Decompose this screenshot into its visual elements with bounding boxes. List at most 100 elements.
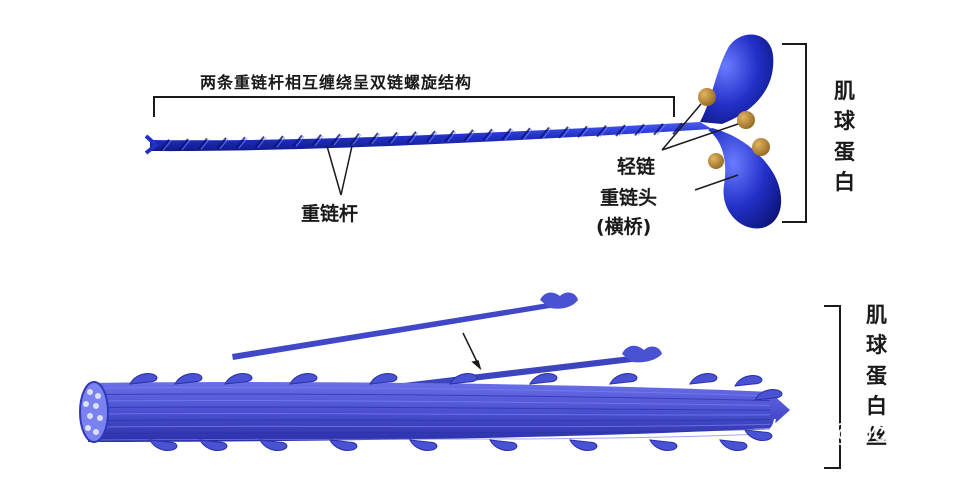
cross-section-dots xyxy=(83,389,103,435)
helix-twist xyxy=(235,136,246,149)
helix-twist-highlight xyxy=(447,131,457,142)
light-chain-upper-left xyxy=(698,88,716,106)
helix-twist xyxy=(596,124,607,138)
rod-strand-b xyxy=(144,134,160,155)
cross-bridge-head xyxy=(569,439,598,451)
helix-twist xyxy=(349,132,360,146)
helix-twist-highlight xyxy=(295,136,305,147)
helix-twist-highlight xyxy=(257,137,267,148)
heavy-chain-head-label: 重链头 xyxy=(600,187,658,209)
helix-twist-highlight xyxy=(181,139,191,151)
filament-fiber xyxy=(99,433,771,441)
free-molecule-head-2 xyxy=(622,345,662,363)
heavy-chain-head-upper xyxy=(700,34,774,124)
cross-section-dot xyxy=(97,415,103,421)
light-chain-label: 轻链 xyxy=(617,156,656,178)
helix-twist-highlight xyxy=(219,138,229,150)
helix-twist xyxy=(197,137,208,151)
helix-twist xyxy=(444,129,455,143)
helix-twist xyxy=(634,123,645,137)
helix-twists xyxy=(159,122,685,152)
heavy-chain-rod-label: 重链杆 xyxy=(301,203,359,225)
watermark: 知乎 @popo xyxy=(770,418,922,448)
filament-fiber xyxy=(99,412,771,416)
leader-rod-2 xyxy=(340,145,353,196)
cross-bridge-head xyxy=(449,373,478,385)
cross-section-dot xyxy=(95,393,101,399)
heavy-chain-head-lower xyxy=(708,128,782,229)
helix-twist xyxy=(501,128,512,141)
cross-bridge-head xyxy=(734,375,763,387)
cross-bridge-head xyxy=(409,439,438,451)
helix-twist xyxy=(159,139,170,152)
filament-char-1: 肌 xyxy=(866,303,887,327)
helix-twist xyxy=(216,137,227,150)
cross-bridge-head xyxy=(174,373,203,385)
helix-twist-highlight xyxy=(409,132,419,144)
myosin-char-2: 球 xyxy=(834,109,855,134)
cross-bridge-head xyxy=(329,439,358,451)
helix-twist-highlight xyxy=(390,133,400,144)
helix-twist-highlight xyxy=(238,137,248,149)
helix-twist xyxy=(406,131,417,144)
helix-twist-highlight xyxy=(276,136,286,148)
helix-twist-highlight xyxy=(200,139,210,150)
helix-twist-highlight xyxy=(542,128,552,139)
filament-fiber xyxy=(99,386,771,397)
helix-twist-highlight xyxy=(561,127,571,139)
filament-fibers xyxy=(99,386,771,441)
cross-bridge-head xyxy=(744,429,773,441)
helix-bracket xyxy=(153,96,675,117)
cross-bridge-head xyxy=(529,373,558,385)
filament-char-5: 丝 xyxy=(866,424,887,449)
helix-twist-highlight xyxy=(314,135,324,147)
light-chain-lower-right xyxy=(752,138,770,156)
helix-twist xyxy=(615,124,626,137)
cross-section-dot xyxy=(83,401,89,407)
leader-head xyxy=(694,174,739,191)
filament-side-label: 肌 球 蛋 白 丝 xyxy=(866,300,887,452)
cross-bridge-head xyxy=(289,373,318,385)
helix-twist-highlight xyxy=(656,124,666,136)
cross-bridge-head xyxy=(649,439,678,451)
filament-body xyxy=(88,382,790,442)
cross-section-dot xyxy=(93,403,99,409)
myosin-bracket xyxy=(782,43,807,223)
cross-bridge-head xyxy=(199,439,228,451)
free-molecule-rod xyxy=(232,303,550,360)
cross-bridge-label: (横桥) xyxy=(596,216,652,238)
helix-twist xyxy=(577,125,588,138)
filament-fiber xyxy=(99,406,771,411)
myosin-char-1: 肌 xyxy=(834,79,855,103)
filament-fiber xyxy=(99,419,771,422)
cross-bridge-head xyxy=(489,439,518,451)
helix-twist-highlight xyxy=(352,134,362,145)
helix-twist xyxy=(368,132,379,145)
leader-rod-1 xyxy=(326,145,342,196)
filament-fiber xyxy=(99,423,771,428)
helix-twist-highlight xyxy=(599,126,609,137)
filament-char-4: 白 xyxy=(866,394,887,419)
helix-twist-highlight xyxy=(485,129,495,141)
filament-fiber xyxy=(99,428,771,434)
filament-char-3: 蛋 xyxy=(866,363,887,388)
filament-fiber xyxy=(99,399,771,406)
helix-twist-highlight xyxy=(162,140,172,151)
helix-twist xyxy=(178,138,189,151)
cross-bridge-head xyxy=(719,439,748,451)
helix-twist xyxy=(311,134,322,147)
cross-bridge-head xyxy=(754,389,783,401)
leader-light-chain-1 xyxy=(661,103,702,151)
light-chain-lower-left xyxy=(708,153,724,169)
assembly-arrow-head xyxy=(471,360,482,371)
cross-section-dot xyxy=(87,413,93,419)
filament-fiber xyxy=(99,393,771,402)
helix-twist xyxy=(539,126,550,140)
cross-bridge-head xyxy=(259,439,288,451)
cross-bridge-head xyxy=(689,373,718,385)
myosin-char-3: 蛋 xyxy=(834,139,855,164)
helix-twist xyxy=(482,128,493,141)
helix-twist-highlight xyxy=(580,126,590,138)
helix-twist xyxy=(330,133,341,146)
